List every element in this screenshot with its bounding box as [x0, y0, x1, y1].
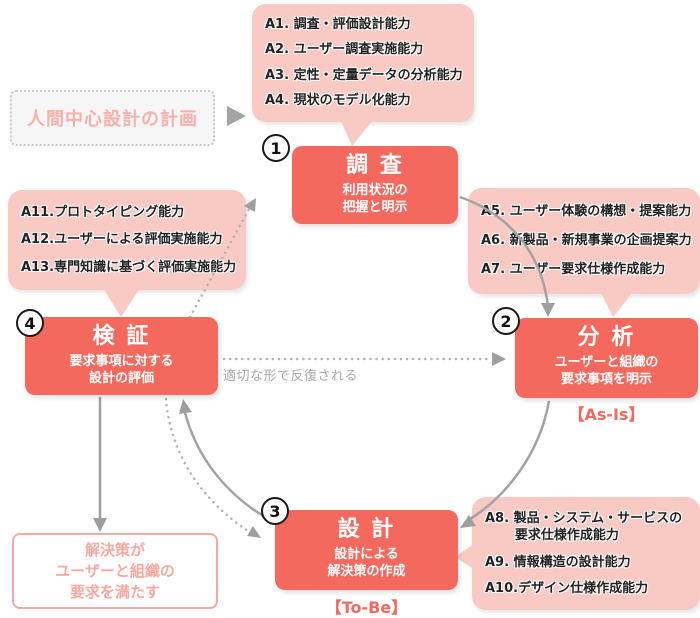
ability-item: A4. 現状のモデル化能力: [265, 93, 411, 109]
ability-item: A8. 製品・システム・サービスの要求仕様作成能力: [485, 510, 683, 544]
ability-item: A9. 情報構造の設計能力: [485, 554, 631, 570]
plan-arrow-icon: [227, 106, 246, 126]
node-title: 設 計: [337, 517, 396, 542]
ability-box-analysis: A5. ユーザー体験の構想・提案能力 A6. 新製品・新規事業の企画提案力 A7…: [468, 188, 700, 294]
node-analysis: 分 析 ユーザーと組織の 要求事項を明示: [515, 318, 698, 398]
arrowhead: [541, 303, 555, 317]
outcome-line: 解決策が: [84, 540, 145, 559]
ability-item: A7. ユーザー要求仕様作成能力: [481, 262, 666, 278]
arrow-design-to-verify: [182, 408, 273, 523]
outcome-box: 解決策が ユーザーと組織の 要求を満たす: [12, 533, 218, 609]
ability-item: A2. ユーザー調査実施能力: [265, 42, 424, 58]
tail-analysis-box: [600, 291, 634, 317]
subtitle-line: 設計による: [334, 547, 399, 563]
ability-box-verify: A11.プロトタイピング能力 A12.ユーザーによる評価実施能力 A13.専門知…: [8, 190, 246, 290]
node-title: 検 証: [92, 324, 151, 349]
subtitle-line: ユーザーと組織の: [554, 355, 659, 371]
step-number-2: 2: [492, 307, 520, 335]
ability-item: A1. 調査・評価設計能力: [265, 16, 411, 32]
subtitle-line: 解決策の作成: [327, 564, 406, 580]
ability-box-survey: A1. 調査・評価設計能力 A2. ユーザー調査実施能力 A3. 定性・定量デー…: [252, 4, 474, 122]
ability-item: A13.専門知識に基づく評価実施能力: [21, 259, 237, 275]
arrowhead: [247, 526, 261, 538]
dotted-arrow-verify-to-design: [164, 397, 250, 533]
step-number-4: 4: [16, 309, 44, 337]
arrowhead: [179, 399, 192, 414]
subtitle-line: 把握と明示: [342, 200, 408, 216]
tail-verify-box: [103, 288, 140, 317]
plan-box-label: 人間中心設計の計画: [27, 109, 198, 130]
tag-as-is: 【As-Is】: [568, 405, 645, 424]
node-title: 分 析: [577, 325, 636, 350]
ability-box-design: A8. 製品・システム・サービスの要求仕様作成能力 A9. 情報構造の設計能力 …: [472, 497, 700, 610]
ability-item: A11.プロトタイピング能力: [21, 204, 185, 220]
tag-to-be: 【To-Be】: [325, 598, 408, 617]
ability-item: A12.ユーザーによる評価実施能力: [21, 232, 223, 248]
subtitle-line: 利用状況の: [342, 183, 408, 199]
node-survey: 調 査 利用状況の 把握と明示: [292, 146, 458, 224]
outcome-line: ユーザーと組織の: [55, 561, 175, 580]
step-number-1: 1: [262, 134, 290, 162]
outcome-line: 要求を満たす: [69, 582, 160, 601]
subtitle-line: 設計の評価: [88, 371, 154, 387]
node-design: 設 計 設計による 解決策の作成: [275, 510, 458, 590]
step-number-3: 3: [261, 497, 289, 525]
ability-item: A6. 新製品・新規事業の企画提案力: [481, 233, 692, 249]
plan-box: 人間中心設計の計画: [10, 90, 215, 146]
ability-item: A3. 定性・定量データの分析能力: [265, 67, 463, 83]
ability-item: A10.デザイン仕様作成能力: [485, 580, 649, 596]
subtitle-line: 要求事項を明示: [560, 372, 652, 388]
node-title: 調 査: [346, 153, 404, 178]
iteration-label: 適切な形で反復される: [223, 369, 359, 384]
node-subtitle: ユーザーと組織の 要求事項を明示: [515, 354, 698, 388]
tail-survey-box: [340, 119, 374, 146]
node-subtitle: 要求事項に対する 設計の評価: [25, 353, 218, 387]
arrowhead: [93, 518, 107, 532]
ability-item: A5. ユーザー体験の構想・提案能力: [481, 204, 692, 220]
node-subtitle: 設計による 解決策の作成: [275, 546, 458, 580]
arrowhead: [492, 352, 506, 366]
node-verify: 検 証 要求事項に対する 設計の評価: [25, 317, 218, 395]
subtitle-line: 要求事項に対する: [69, 354, 174, 370]
node-subtitle: 利用状況の 把握と明示: [292, 182, 458, 216]
